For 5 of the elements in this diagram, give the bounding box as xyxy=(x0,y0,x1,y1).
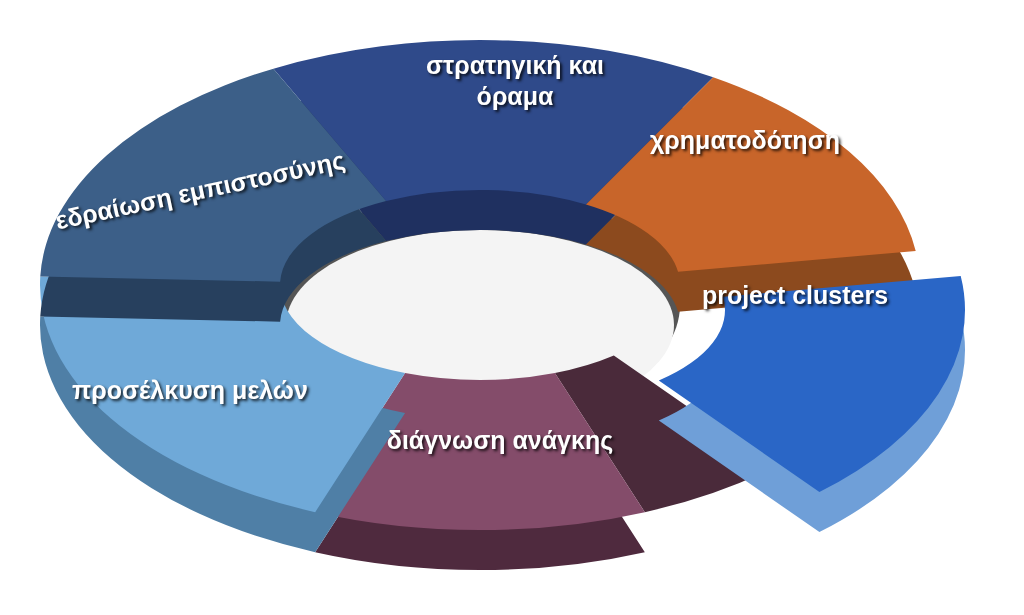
segment-label: χρηματοδότηση xyxy=(620,125,870,157)
segment-label: στρατηγική και όραμα xyxy=(400,50,630,113)
segment-label: project clusters xyxy=(670,280,920,312)
segment-label: προσέλκυση μελών xyxy=(45,375,335,407)
segment-label: διάγνωση ανάγκης xyxy=(360,425,640,457)
